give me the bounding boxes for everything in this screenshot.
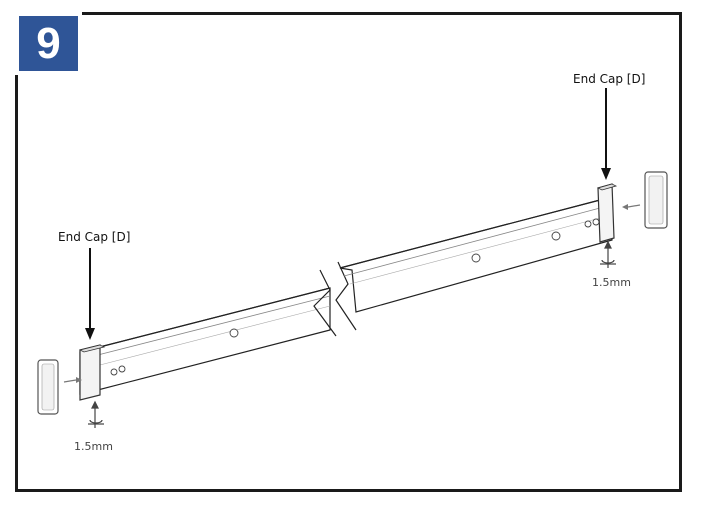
callout-arrow-right [601,88,611,180]
gap-gauge-icon [88,400,104,428]
screw-hole-icon [110,218,600,376]
arrow-right-icon [63,377,82,383]
end-cap-label-left: End Cap [D] [58,230,131,244]
gap-gauge-icon [600,240,616,268]
end-cap-icon [644,171,668,229]
arrow-left-icon [622,204,641,210]
gap-measurement-right: 1.5mm [592,276,631,289]
step-number: 9 [19,16,78,71]
end-cap-right-installed [596,183,618,243]
end-cap-icon [37,359,59,415]
rail-left-segment [79,287,331,395]
gap-measurement-left: 1.5mm [74,440,113,453]
break-symbol-icon [313,261,357,337]
callout-arrow-left [85,248,95,340]
step-frame [15,12,682,492]
end-cap-label-right: End Cap [D] [573,72,646,86]
end-cap-left-installed [78,344,106,401]
step-badge: 9 [15,12,82,75]
